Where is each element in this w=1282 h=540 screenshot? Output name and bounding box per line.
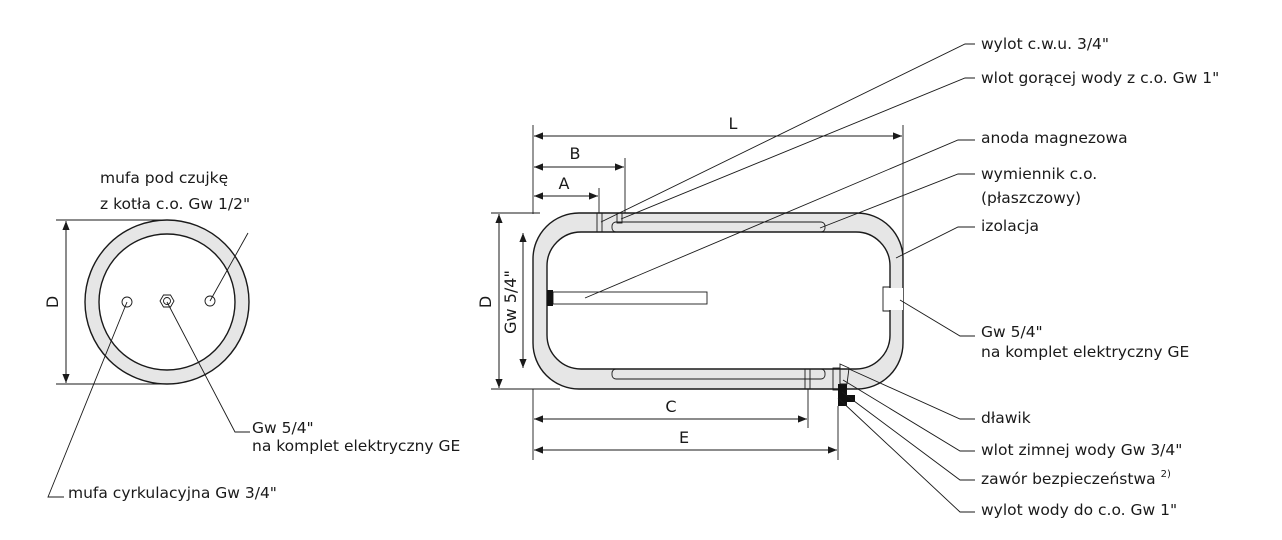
throttle-fitting	[839, 363, 850, 385]
tank-inner	[546, 231, 891, 370]
leader-outlet-hot	[600, 43, 975, 223]
leader-anode	[584, 139, 975, 299]
side-heater-socket-fill	[884, 288, 903, 310]
dim-d-label: D	[476, 296, 495, 308]
circulation-socket	[121, 296, 133, 308]
sensor-leader	[209, 232, 249, 302]
gw-front-label-1: Gw 5/4"	[252, 419, 314, 437]
top-exchanger	[611, 221, 826, 233]
safety-valve-block	[838, 384, 847, 406]
top-outlet-pipe	[596, 212, 603, 233]
label-gw-side-2: na komplet elektryczny GE	[981, 343, 1189, 361]
heater-hex-inner	[163, 297, 171, 305]
label-safety-valve-text: zawór bezpieczeństwa	[981, 470, 1156, 488]
circulation-label: mufa cyrkulacyjna Gw 3/4"	[68, 484, 277, 502]
heater-hex-socket	[159, 294, 175, 308]
front-dim-d-label: D	[43, 296, 62, 308]
dim-e-label: E	[679, 428, 689, 447]
dim-b-label: B	[570, 144, 581, 163]
dim-gw-label: Gw 5/4"	[501, 270, 520, 334]
front-view: D mufa pod czujkę z kotła c.o. Gw 1/2" G…	[43, 169, 460, 502]
label-outlet-hot: wylot c.w.u. 3/4"	[981, 35, 1109, 53]
side-view: L B A D Gw 5/4" C E wylot c.w.u. 3/4" wl…	[476, 35, 1219, 519]
gw-front-label-2: na komplet elektryczny GE	[252, 437, 460, 455]
dim-a-label: A	[559, 174, 570, 193]
label-inlet-cold: wlot zimnej wody Gw 3/4"	[981, 441, 1182, 459]
leader-inlet-cold	[842, 379, 975, 452]
leader-insulation	[895, 226, 975, 259]
label-anode: anoda magnezowa	[981, 129, 1128, 147]
leader-outlet-co	[837, 397, 975, 513]
leader-inlet-hot-co	[620, 77, 975, 220]
label-gw-side-1: Gw 5/4"	[981, 323, 1043, 341]
anode-head	[547, 290, 553, 306]
label-exchanger-1: wymiennik c.o.	[981, 165, 1097, 183]
dim-c-label: C	[665, 397, 676, 416]
label-insulation: izolacja	[981, 217, 1039, 235]
bottom-co-pipe	[804, 368, 811, 390]
label-exchanger-2: (płaszczowy)	[981, 189, 1081, 207]
bottom-exchanger	[611, 368, 826, 380]
leader-safety-valve	[841, 391, 975, 481]
leader-exchanger	[819, 173, 975, 229]
dim-l-label: L	[729, 114, 738, 133]
label-safety-valve: zawór bezpieczeństwa 2)	[981, 469, 1171, 488]
circulation-leader	[47, 301, 128, 498]
sensor-socket	[204, 295, 216, 307]
leader-gw-side	[899, 299, 975, 337]
label-outlet-co: wylot wody do c.o. Gw 1"	[981, 501, 1177, 519]
side-heater-socket	[882, 286, 890, 312]
gw-front-leader	[166, 301, 250, 433]
sensor-label-1: mufa pod czujkę	[100, 169, 228, 187]
label-inlet-hot-co: wlot gorącej wody z c.o. Gw 1"	[981, 69, 1219, 87]
sensor-label-2: z kotła c.o. Gw 1/2"	[100, 195, 250, 213]
label-safety-valve-note: 2)	[1161, 469, 1171, 480]
leader-throttle	[848, 368, 975, 420]
label-throttle: dławik	[981, 409, 1031, 427]
